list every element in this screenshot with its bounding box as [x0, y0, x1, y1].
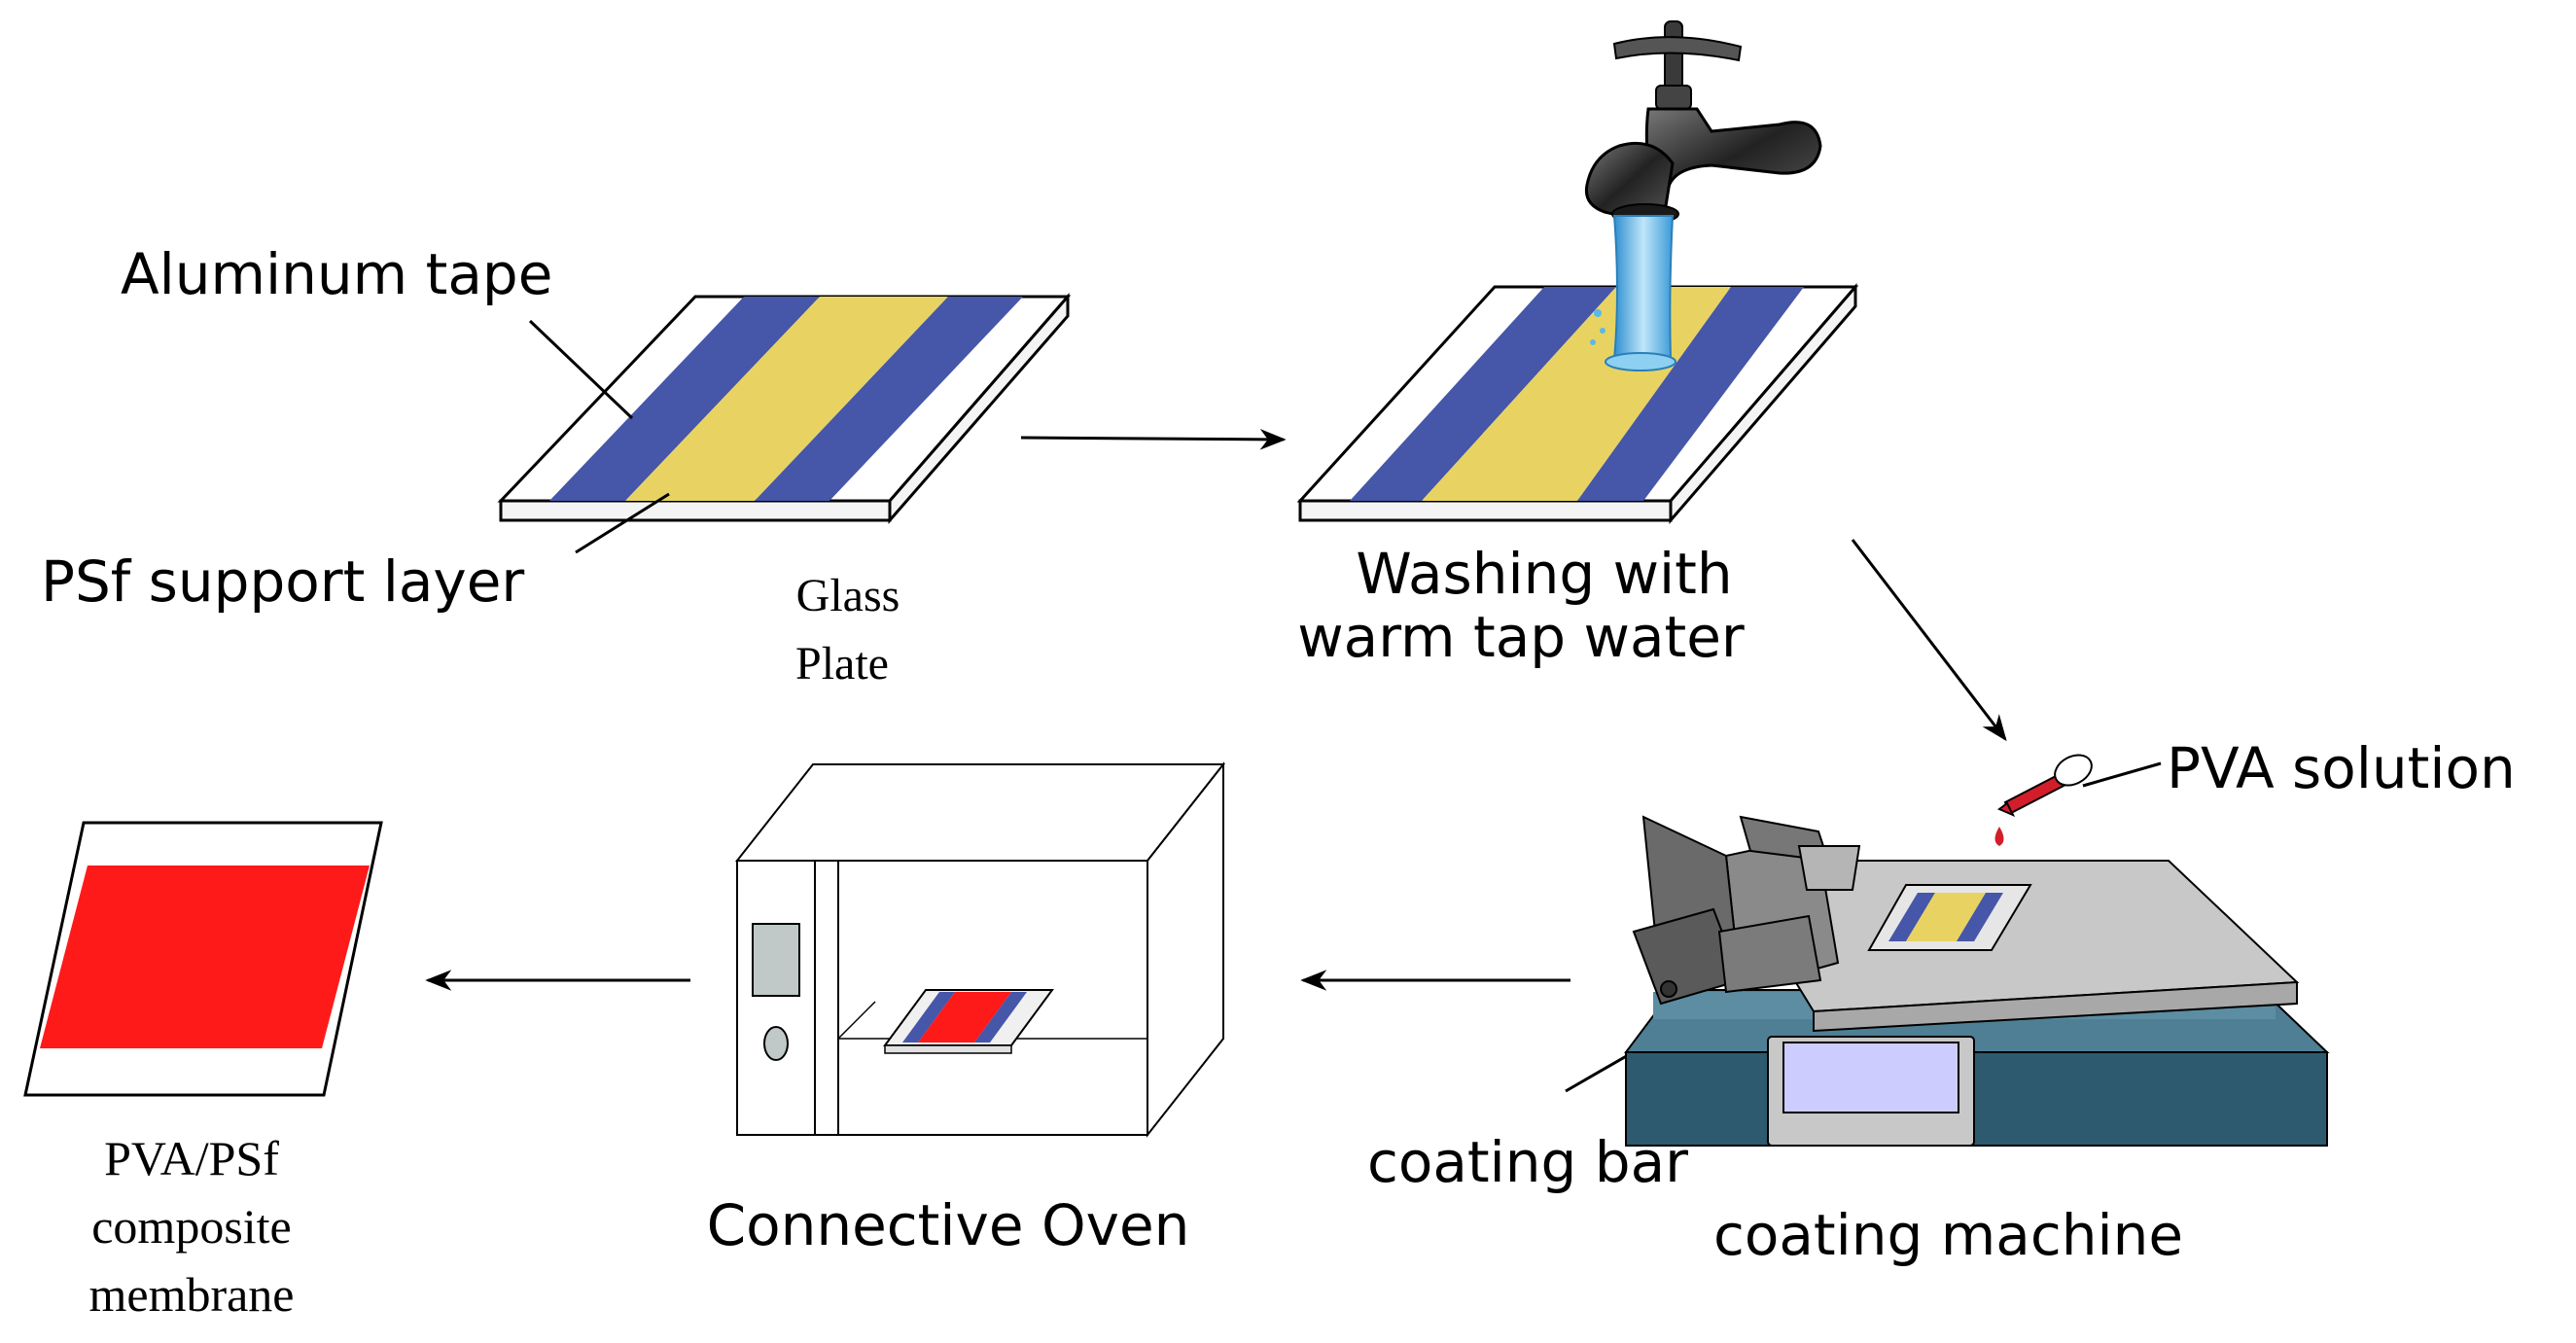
label-pva-solution: PVA solution	[2167, 735, 2516, 801]
label-coating-bar: coating bar	[1367, 1129, 1688, 1195]
glass-plate-initial	[497, 292, 1072, 525]
oven-display	[752, 923, 800, 997]
label-washing-line1: Washing with	[1356, 541, 1732, 607]
aluminum-tape-strip	[1350, 287, 1616, 501]
label-washing-line2: warm tap water	[1297, 604, 1745, 670]
label-product-line2: composite	[91, 1199, 292, 1254]
coating-machine-icon	[1624, 815, 2330, 1147]
flow-arrows	[425, 429, 2007, 991]
label-psf-support-layer: PSf support layer	[41, 548, 524, 615]
aluminum-tape-strip	[755, 297, 1023, 501]
dropper-icon	[1994, 754, 2093, 846]
label-plate: Plate	[795, 638, 889, 689]
label-product-line1: PVA/PSf	[104, 1131, 279, 1185]
label-coating-machine: coating machine	[1713, 1202, 2183, 1268]
label-glass: Glass	[796, 570, 900, 621]
label-aluminum-tape: Aluminum tape	[121, 241, 552, 307]
aluminum-tape-strip	[1577, 287, 1804, 501]
psf-support-layer	[625, 297, 948, 501]
label-connective-oven: Connective Oven	[707, 1192, 1190, 1258]
oven-icon	[734, 761, 1226, 1138]
arrow-to-washing	[1020, 429, 1287, 450]
faucet-icon	[1584, 20, 1822, 225]
glass-plate-washing	[1296, 282, 1859, 525]
water-stream	[1590, 215, 1676, 371]
composite-membrane	[23, 821, 383, 1097]
arrow-to-coating	[1851, 539, 2007, 742]
oven-knob	[763, 1026, 789, 1061]
label-product-line3: membrane	[88, 1267, 294, 1322]
aluminum-tape-strip	[549, 297, 820, 501]
